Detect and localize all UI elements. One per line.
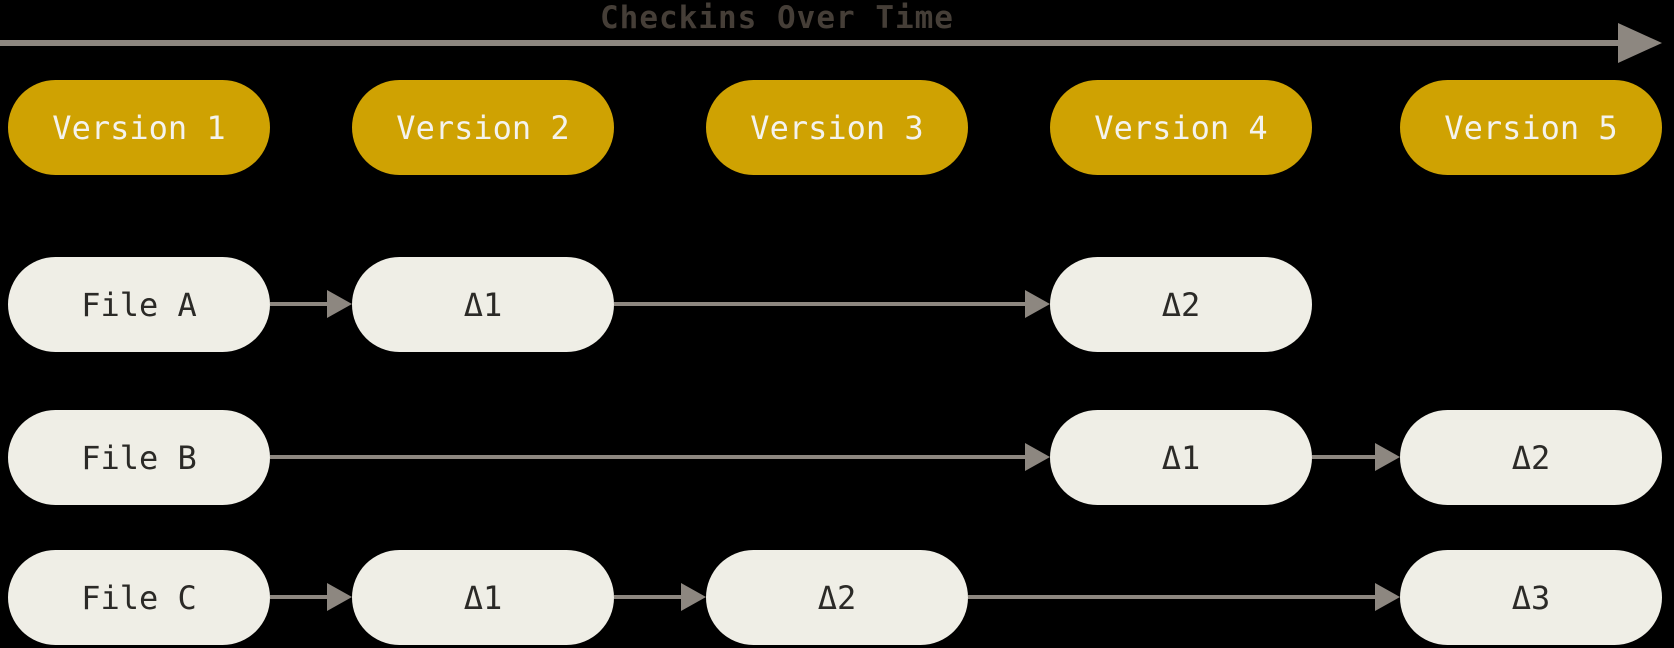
file-c-delta3-label: Δ3: [1511, 578, 1551, 617]
file-a-delta1-node: Δ1: [352, 257, 614, 352]
arrow-file-c-to-delta1: [270, 582, 352, 612]
version-pill-3: Version 3: [706, 80, 968, 175]
file-b-delta2-node: Δ2: [1400, 410, 1662, 505]
file-c-label: File C: [81, 578, 197, 617]
arrow-file-a-to-delta1: [270, 289, 352, 319]
arrowhead-icon: [327, 583, 352, 611]
file-a-delta2-node: Δ2: [1050, 257, 1312, 352]
file-a-node: File A: [8, 257, 270, 352]
version-pill-label: Version 3: [750, 108, 924, 147]
version-pill-2: Version 2: [352, 80, 614, 175]
file-b-delta1-label: Δ1: [1161, 438, 1201, 477]
timeline-arrow: [0, 23, 1662, 63]
arrow-shaft: [614, 302, 1025, 306]
arrow-file-b-delta1-to-delta2: [1312, 442, 1400, 472]
file-b-node: File B: [8, 410, 270, 505]
file-b-label: File B: [81, 438, 197, 477]
file-b-delta1-node: Δ1: [1050, 410, 1312, 505]
arrowhead-icon: [1025, 290, 1050, 318]
arrow-file-c-delta1-to-delta2: [614, 582, 706, 612]
arrow-file-c-delta2-to-delta3: [968, 582, 1400, 612]
arrowhead-icon: [327, 290, 352, 318]
timeline-arrow-shaft: [0, 40, 1618, 46]
file-c-delta1-label: Δ1: [463, 578, 503, 617]
version-pill-label: Version 1: [52, 108, 226, 147]
arrow-shaft: [270, 595, 327, 599]
arrowhead-icon: [1375, 443, 1400, 471]
arrowhead-icon: [1375, 583, 1400, 611]
file-c-delta2-label: Δ2: [817, 578, 857, 617]
file-c-delta2-node: Δ2: [706, 550, 968, 645]
file-c-node: File C: [8, 550, 270, 645]
timeline-title: Checkins Over Time: [600, 0, 954, 36]
arrow-shaft: [270, 302, 327, 306]
timeline-arrowhead-icon: [1618, 23, 1662, 63]
file-c-delta3-node: Δ3: [1400, 550, 1662, 645]
file-c-delta1-node: Δ1: [352, 550, 614, 645]
file-b-delta2-label: Δ2: [1511, 438, 1551, 477]
version-pill-1: Version 1: [8, 80, 270, 175]
arrow-shaft: [614, 595, 681, 599]
version-pill-5: Version 5: [1400, 80, 1662, 175]
version-pill-label: Version 5: [1444, 108, 1618, 147]
arrow-file-b-to-delta1: [270, 442, 1050, 472]
arrow-shaft: [1312, 455, 1375, 459]
version-pill-4: Version 4: [1050, 80, 1312, 175]
version-pill-label: Version 4: [1094, 108, 1268, 147]
arrow-file-a-delta1-to-delta2: [614, 289, 1050, 319]
arrow-shaft: [968, 595, 1375, 599]
arrow-shaft: [270, 455, 1025, 459]
file-a-delta2-label: Δ2: [1161, 285, 1201, 324]
file-a-label: File A: [81, 285, 197, 324]
arrowhead-icon: [1025, 443, 1050, 471]
file-a-delta1-label: Δ1: [463, 285, 503, 324]
arrowhead-icon: [681, 583, 706, 611]
version-pill-label: Version 2: [396, 108, 570, 147]
